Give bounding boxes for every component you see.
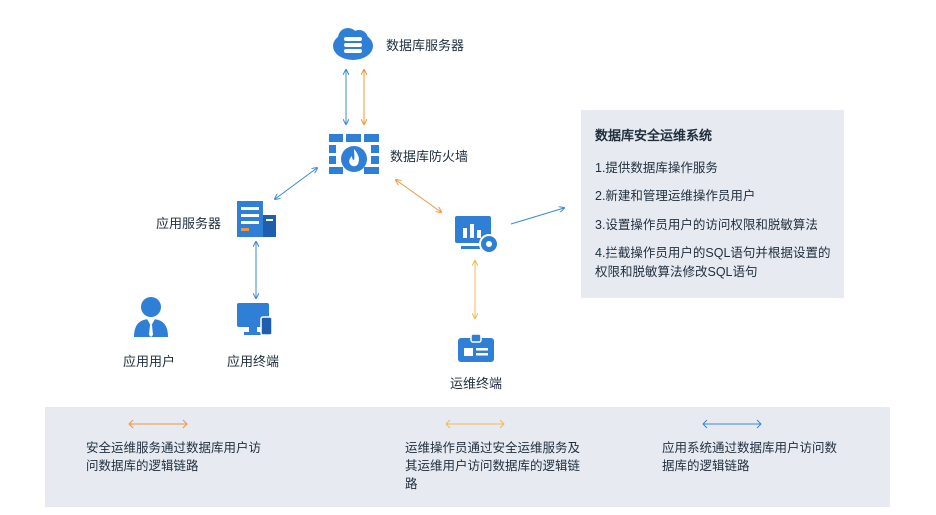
firewall-label: 数据库防火墙 [390, 149, 469, 164]
cloud-database-icon [331, 28, 375, 66]
info-panel-title: 数据库安全运维系统 [595, 128, 713, 143]
info-panel: 数据库安全运维系统 1.提供数据库操作服务 2.新建和管理运维操作员用户 3.设… [581, 110, 844, 298]
ops-terminal-label: 运维终端 [450, 376, 503, 391]
ops-monitor-icon [455, 216, 499, 260]
app-terminal-label: 应用终端 [227, 354, 280, 369]
app-terminal-node [237, 303, 273, 342]
link-firewall-ops [396, 180, 441, 212]
app-server-label: 应用服务器 [156, 216, 222, 231]
user-icon [132, 297, 170, 342]
legend-text-orange: 安全运维服务通过数据库用户访问数据库的逻辑链路 [86, 441, 262, 473]
info-item: 4.拦截操作员用户的SQL语句并根据设置的权限和脱敏算法修改SQL语句 [595, 246, 831, 279]
firewall-node [329, 134, 379, 179]
legend-arrow-blue [702, 419, 762, 429]
ops-terminal-icon [458, 333, 494, 366]
monitor-icon [237, 303, 273, 341]
ops-system-node [455, 216, 499, 261]
legend-text-blue: 应用系统通过数据库用户访问数据库的逻辑链路 [662, 441, 838, 473]
app-user-label: 应用用户 [123, 354, 176, 369]
legend-panel: 安全运维服务通过数据库用户访问数据库的逻辑链路 运维操作员通过安全运维服务及其运… [45, 407, 890, 507]
app-server-node [237, 201, 277, 244]
legend-arrow-yellow [445, 419, 505, 429]
legend-arrow-orange [128, 419, 188, 429]
db-server-label: 数据库服务器 [386, 38, 465, 53]
link-firewall-appserver [275, 168, 317, 199]
ops-terminal-node [458, 333, 494, 367]
legend-text-yellow: 运维操作员通过安全运维服务及其运维用户访问数据库的逻辑链路 [405, 441, 581, 491]
db-server-node [331, 26, 375, 67]
info-item: 1.提供数据库操作服务 [595, 161, 718, 175]
link-ops-panel [510, 208, 564, 225]
info-item: 2.新建和管理运维操作员用户 [595, 189, 756, 203]
server-icon [237, 201, 277, 243]
firewall-icon [329, 134, 379, 178]
info-item: 3.设置操作员用户的访问权限和脱敏算法 [595, 218, 818, 232]
app-user-node [132, 296, 170, 343]
